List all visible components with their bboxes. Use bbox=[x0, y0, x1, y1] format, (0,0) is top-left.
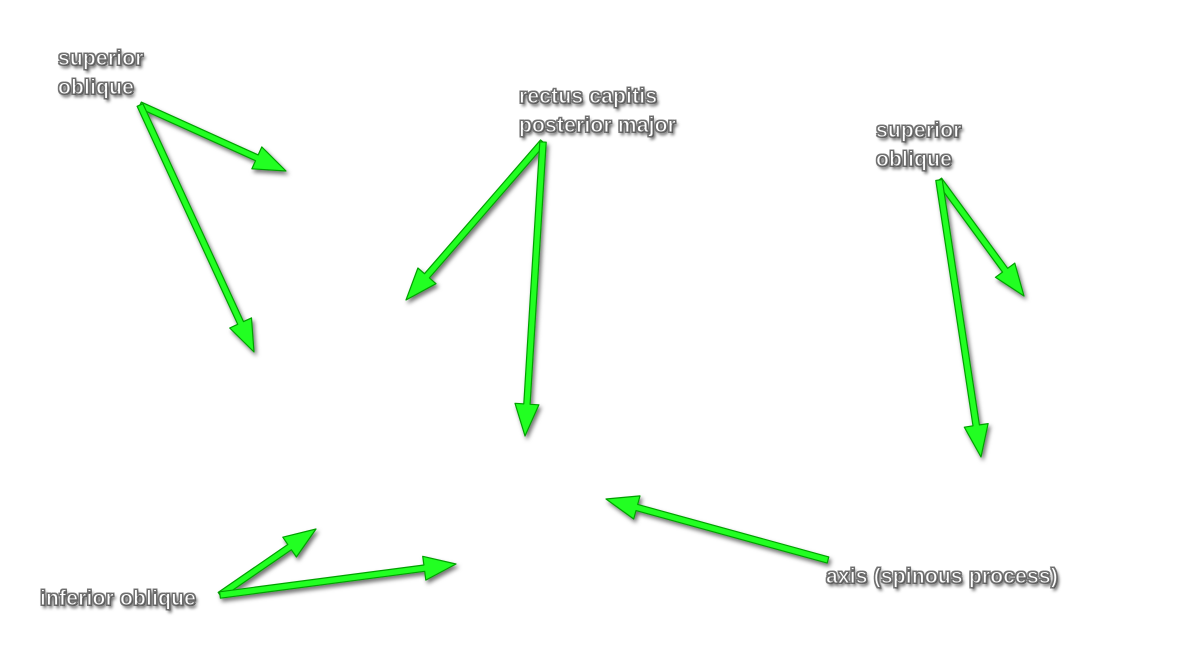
label-line: oblique bbox=[876, 148, 953, 172]
arrow-superior-oblique-left-short bbox=[138, 101, 287, 172]
arrow-rectus-capitis-down bbox=[514, 141, 547, 437]
label-superior-oblique-left: superior oblique bbox=[58, 44, 144, 102]
arrow-superior-oblique-right-short bbox=[935, 177, 1025, 297]
label-line: posterior major bbox=[518, 114, 677, 138]
label-axis-spinous-process: axis (spinous process) bbox=[826, 562, 1059, 591]
label-line: inferior oblique bbox=[39, 587, 197, 611]
label-line: superior bbox=[876, 119, 962, 143]
label-line: rectus capitis bbox=[518, 85, 658, 109]
label-superior-oblique-right: superior oblique bbox=[876, 116, 962, 174]
arrow-rectus-capitis-left bbox=[405, 139, 547, 301]
arrow-axis bbox=[605, 495, 830, 564]
label-line: axis (spinous process) bbox=[826, 565, 1059, 589]
arrow-superior-oblique-left-long bbox=[136, 103, 255, 353]
arrow-inferior-oblique-up bbox=[217, 528, 317, 599]
label-inferior-oblique: inferior oblique bbox=[39, 584, 197, 613]
arrow-inferior-oblique-right bbox=[219, 555, 457, 599]
arrow-superior-oblique-right-long bbox=[935, 178, 989, 458]
label-rectus-capitis-posterior-major: rectus capitis posterior major bbox=[518, 82, 677, 140]
label-line: oblique bbox=[58, 76, 135, 100]
label-line: superior bbox=[58, 47, 144, 71]
